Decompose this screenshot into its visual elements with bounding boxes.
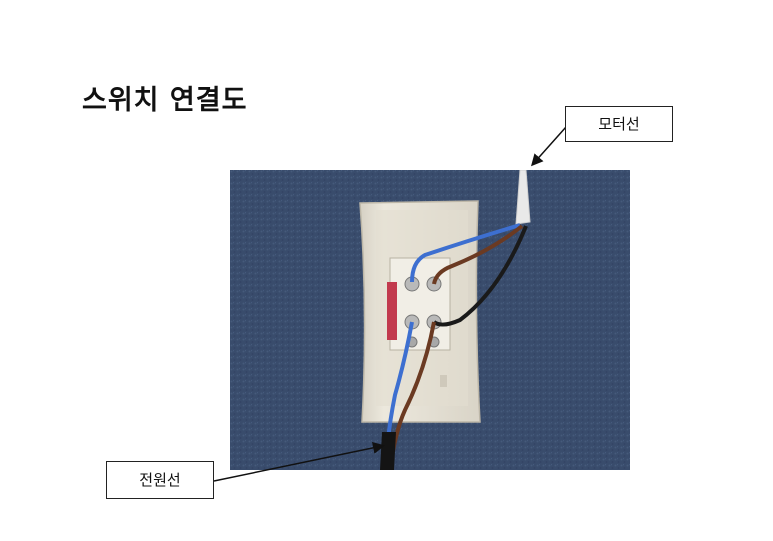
switch-wiring-photo [230,170,630,470]
motor-wire-label: 모터선 [565,106,673,142]
wire-black-motor [432,225,528,327]
page-title: 스위치 연결도 [82,85,248,116]
wire-blue-power [386,321,414,441]
power-wire-label: 전원선 [106,461,214,499]
wire-blue-motor [410,223,521,283]
wire-brown-motor [432,224,524,285]
power-cable [380,432,396,470]
motor-cable [515,170,531,225]
motor-arrow [531,126,567,167]
